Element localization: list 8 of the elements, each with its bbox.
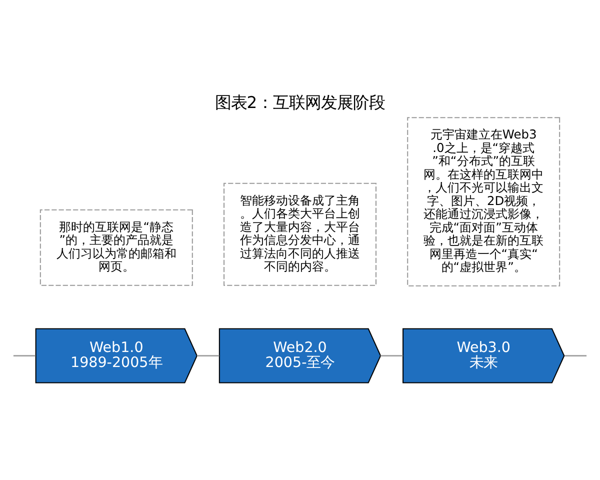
node-box: 元宇宙建立在Web3.0之上，是“穿越式”和“分布式”的互联网。在这样的互联网中，人们不光可以输出文字、图片、2D视频，还能通过沉浸式影像，完成“面对面”互动体验，也就是在新的互联网里再造一个“真实“的“虚拟世界”。 xyxy=(407,117,560,286)
diagram-title: 图表2：互联网发展阶段 xyxy=(214,93,386,112)
connector xyxy=(13,355,36,357)
node-box: 那时的互联网是“静态”的，主要的产品就是人们习以为常的邮箱和网页。 xyxy=(40,209,193,286)
connector xyxy=(197,355,220,357)
connector xyxy=(564,355,587,357)
connector xyxy=(380,355,403,357)
node-box: 智能移动设备成了主角。人们各类大平台上创造了大量内容，大平台作为信息分发中心，通过算法向不同的人推送不同的内容。 xyxy=(224,182,376,286)
